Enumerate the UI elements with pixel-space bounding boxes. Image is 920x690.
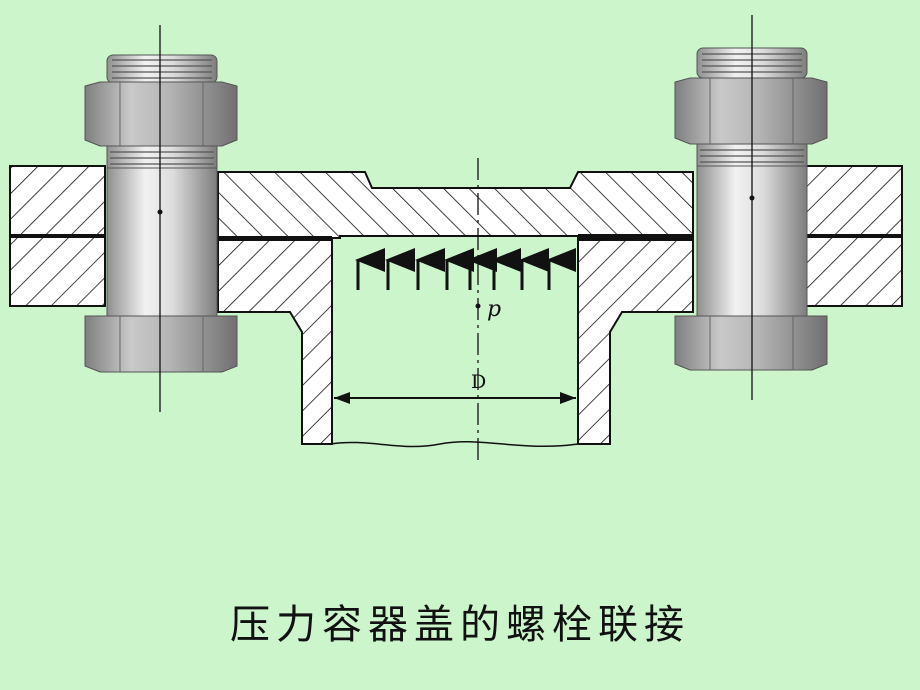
left-bottom-nut bbox=[84, 315, 238, 373]
right-bottom-nut bbox=[674, 315, 828, 371]
right-bolt bbox=[674, 15, 828, 400]
diameter-dimension bbox=[334, 392, 576, 404]
joint-lines bbox=[10, 234, 902, 240]
left-top-nut bbox=[84, 81, 238, 147]
diameter-label: D bbox=[471, 371, 486, 393]
pressure-arrows bbox=[355, 248, 576, 290]
center-point bbox=[475, 303, 481, 309]
vessel-body bbox=[217, 239, 694, 445]
vessel-cover bbox=[217, 171, 694, 239]
pressure-label: p bbox=[487, 297, 501, 322]
left-bolt bbox=[84, 25, 238, 412]
diagram-caption: 压力容器盖的螺栓联接 bbox=[230, 602, 690, 648]
break-line bbox=[329, 441, 579, 448]
right-top-nut bbox=[674, 77, 828, 145]
